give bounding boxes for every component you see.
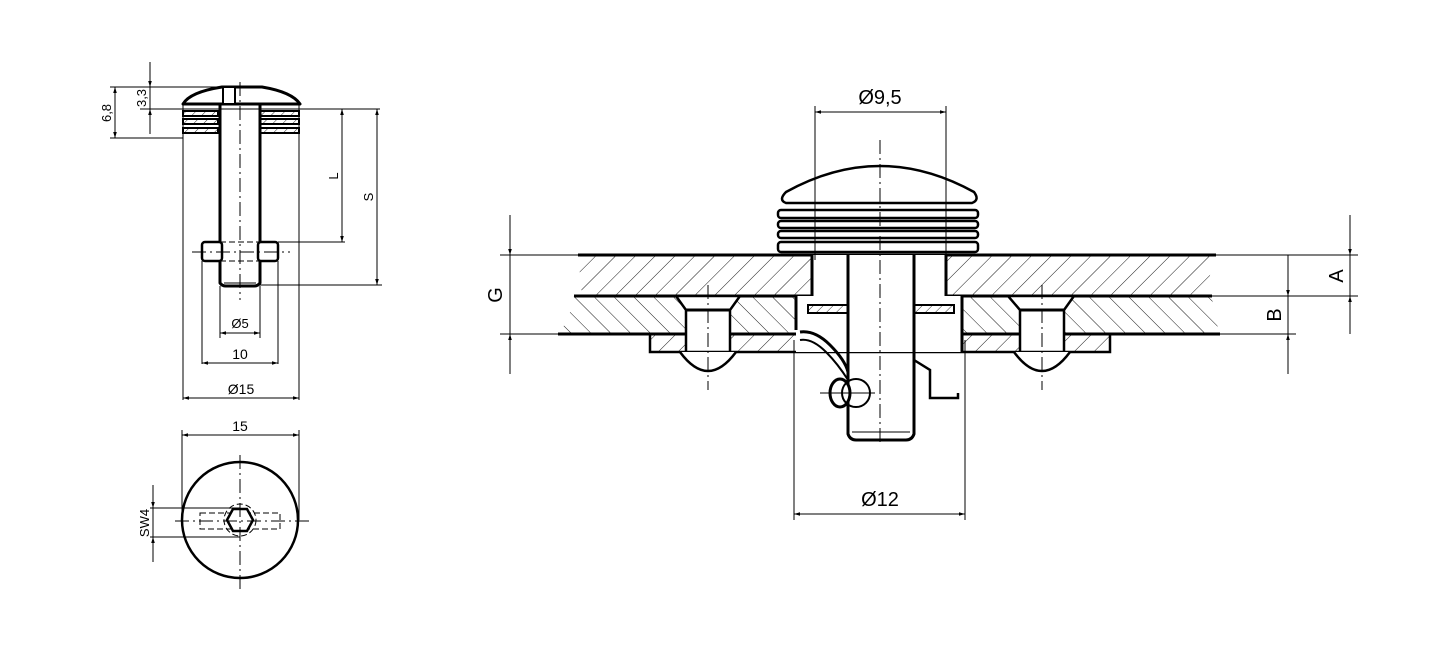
dim-length-L: L [326, 172, 341, 179]
dim-grip-range: G [485, 287, 507, 303]
dim-head-width: 15 [232, 418, 248, 434]
dim-length-S: S [361, 192, 376, 201]
spring-coils [182, 110, 300, 134]
assembly-pin [846, 255, 916, 442]
dim-head-total-height: 6,8 [99, 104, 114, 122]
countersunk-screw-left [673, 285, 743, 390]
dim-cap-diameter: Ø9,5 [858, 87, 901, 109]
assembly-head-cap [780, 164, 978, 205]
dim-hex-key: SW4 [137, 509, 152, 537]
head-slot [222, 86, 236, 105]
dim-plate-A: A [1326, 269, 1348, 283]
dim-pin-diameter: Ø5 [231, 316, 248, 331]
dim-cross-pin-width: 10 [232, 346, 248, 362]
dim-head-diameter: Ø15 [228, 381, 255, 397]
dim-plate-B: B [1264, 308, 1286, 321]
hex-socket-icon [225, 507, 255, 533]
dim-head-cap-height: 3,3 [134, 89, 149, 107]
side-view: 6,8 3,3 L S Ø5 10 Ø15 [99, 62, 382, 400]
assembly-spring [776, 208, 980, 254]
release-lever [799, 330, 850, 373]
head-cap [181, 85, 302, 106]
top-view: 15 SW4 [137, 418, 310, 590]
assembly-view: Ø9,5 Ø12 G A B [485, 87, 1358, 520]
dim-bore-diameter: Ø12 [861, 489, 899, 511]
countersunk-screw-right [1005, 285, 1077, 390]
